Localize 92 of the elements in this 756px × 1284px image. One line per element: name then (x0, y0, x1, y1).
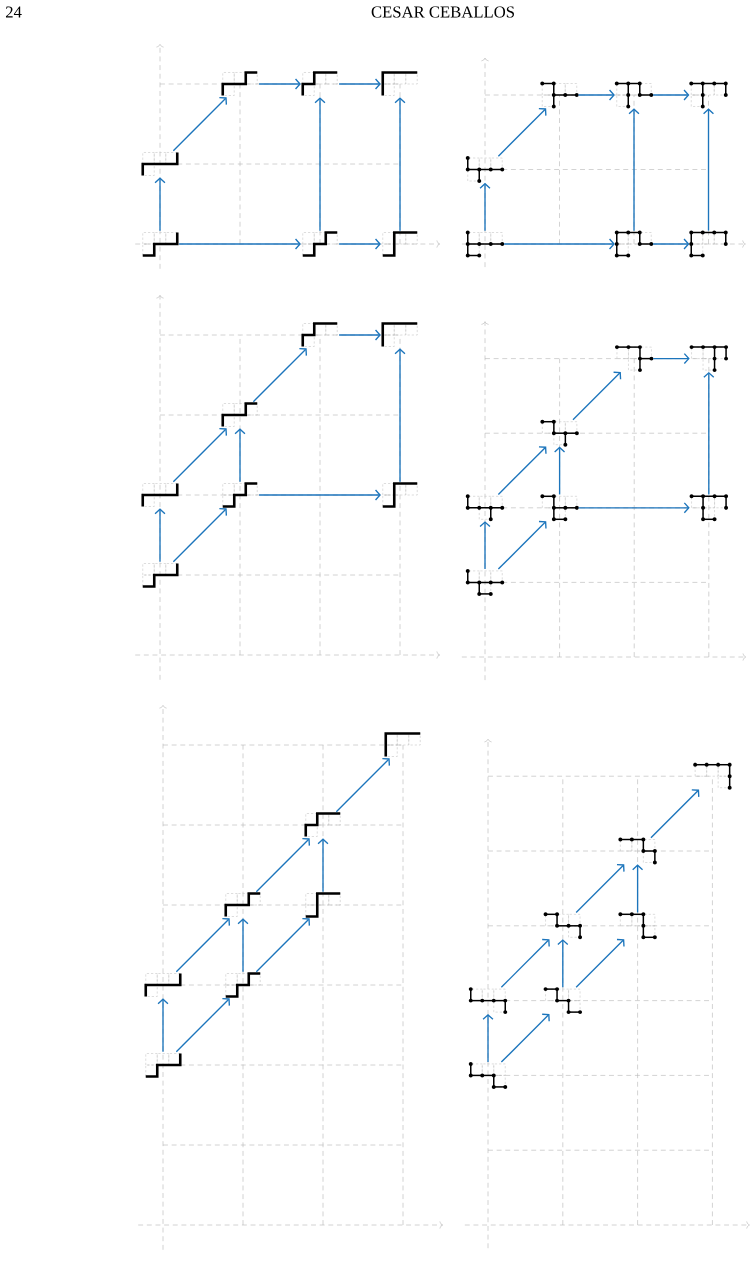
arrow (500, 938, 550, 988)
arrow (575, 864, 625, 914)
dotted-tree (468, 987, 508, 1015)
arrow (503, 238, 615, 250)
dotted-tree (465, 230, 505, 258)
dotted-tree (618, 837, 657, 865)
dotted-tree (614, 81, 654, 109)
dotted-tree (465, 568, 505, 596)
arrow (557, 939, 569, 988)
arrow (703, 371, 715, 496)
arrow (652, 353, 690, 365)
lattice-path (221, 71, 258, 96)
dotted-tree (689, 494, 729, 522)
arrow (255, 918, 311, 973)
dotted-tree (465, 156, 505, 183)
arrow (578, 502, 690, 514)
arrow (314, 97, 326, 232)
arrow (650, 789, 700, 839)
lattice-path (305, 892, 341, 918)
arrow (335, 758, 391, 813)
dotted-tree (543, 912, 583, 940)
arrow (394, 97, 406, 232)
arrow (338, 329, 381, 341)
arrow (175, 918, 231, 973)
arrow (172, 96, 228, 152)
arrow (482, 1013, 494, 1063)
arrow (258, 489, 381, 501)
arrow (652, 89, 690, 101)
lattice-path (142, 232, 179, 257)
dotted-tree (468, 1061, 508, 1089)
arrow (479, 182, 491, 232)
arrow (554, 446, 566, 496)
lattice-path (221, 402, 258, 427)
dotted-tree (615, 345, 654, 373)
arrow (338, 238, 381, 250)
dotted-tree (540, 494, 579, 522)
lattice-path (302, 231, 338, 257)
arrow (338, 78, 381, 90)
lattice-path (224, 892, 261, 917)
arrow (632, 864, 644, 914)
lattice-path (301, 71, 338, 96)
lattice-path (384, 732, 421, 757)
dotted-tree (693, 762, 732, 790)
arrow (154, 508, 166, 563)
arrow (234, 428, 246, 483)
lattice-path (144, 973, 182, 997)
arrow (479, 521, 491, 570)
arrow (178, 238, 301, 250)
lattice-path (301, 322, 338, 347)
arrow (394, 348, 406, 483)
arrow (172, 427, 228, 483)
lattice-path (145, 1053, 182, 1078)
lattice-path (141, 152, 179, 176)
page-number: 24 (6, 6, 22, 18)
running-head: CESAR CEBALLOS (371, 6, 514, 18)
lattice-path (381, 71, 418, 96)
lattice-path (142, 563, 179, 588)
dotted-tree (614, 230, 654, 258)
lattice-path (222, 482, 258, 508)
lattice-path (382, 482, 418, 508)
arrow (157, 998, 169, 1053)
arrow (497, 446, 547, 496)
arrow (702, 108, 715, 232)
arrow (255, 838, 311, 893)
dotted-tree (465, 494, 505, 522)
arrow (497, 107, 547, 157)
dotted-tree (689, 230, 728, 258)
arrow (628, 108, 640, 232)
arrow (237, 918, 249, 973)
lattice-path (382, 231, 418, 257)
lattice-path (225, 972, 261, 998)
dotted-tree (689, 81, 728, 109)
dotted-tree (543, 987, 583, 1015)
arrow (258, 78, 301, 90)
lattice-path (304, 812, 341, 837)
arrow (572, 371, 622, 421)
dotted-tree (689, 345, 729, 373)
arrow (154, 177, 166, 232)
arrow (497, 520, 547, 570)
arrow (175, 998, 231, 1053)
dotted-tree (540, 81, 579, 109)
arrow (652, 238, 690, 250)
dotted-tree (618, 912, 657, 940)
lattice-path (141, 483, 179, 507)
arrow (577, 89, 615, 101)
arrow (500, 1013, 550, 1063)
arrow (252, 347, 308, 403)
arrow (172, 507, 228, 563)
lattice-path (381, 322, 418, 347)
arrow (317, 838, 329, 893)
dotted-tree (540, 419, 579, 447)
arrow (575, 938, 625, 988)
